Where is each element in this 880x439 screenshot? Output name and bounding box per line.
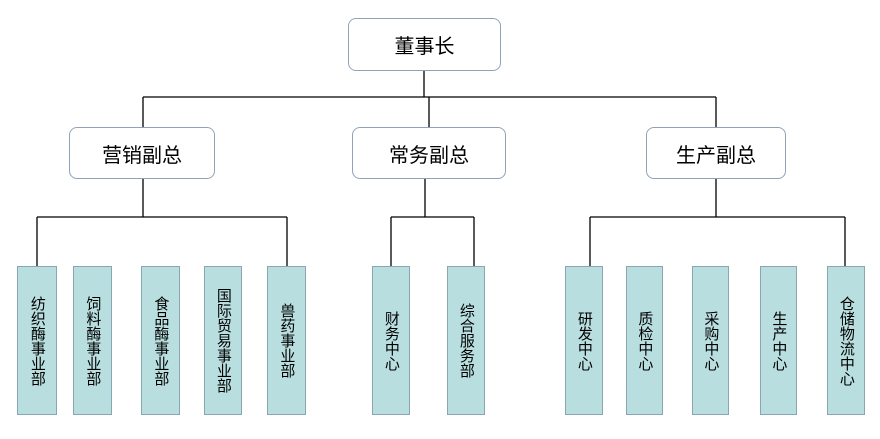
unit-rd-center: 研发中心 [565, 266, 603, 415]
unit-label: 兽药事业部 [278, 303, 297, 378]
unit-label: 采购中心 [702, 310, 721, 371]
unit-label: 饲料酶事业部 [84, 295, 103, 386]
unit-food-enzyme: 食品酶事业部 [141, 266, 180, 415]
unit-label: 财务中心 [382, 310, 401, 371]
unit-finance-center: 财务中心 [372, 266, 410, 415]
unit-label: 纺织酶事业部 [28, 295, 47, 386]
vp-marketing-box: 营销副总 [69, 127, 215, 179]
unit-warehouse-logistics: 仓储物流中心 [827, 266, 865, 415]
unit-production-center: 生产中心 [760, 266, 797, 415]
unit-general-services: 综合服务部 [447, 266, 485, 415]
vp-marketing-label: 营销副总 [102, 142, 182, 167]
unit-label: 仓储物流中心 [837, 295, 856, 386]
vp-general-affairs-label: 常务副总 [389, 142, 469, 167]
unit-label: 综合服务部 [457, 303, 476, 378]
unit-label: 研发中心 [575, 310, 594, 371]
chairman-box: 董事长 [348, 18, 501, 71]
vp-general-affairs-box: 常务副总 [352, 127, 506, 179]
vp-production-box: 生产副总 [646, 127, 786, 179]
unit-label: 生产中心 [770, 310, 789, 371]
unit-international-trade: 国际贸易事业部 [204, 266, 242, 415]
chairman-label: 董事长 [394, 34, 455, 58]
unit-qc-center: 质检中心 [626, 266, 663, 415]
unit-textile-enzyme: 纺织酶事业部 [17, 266, 57, 415]
unit-procurement-center: 采购中心 [692, 266, 729, 415]
vp-production-label: 生产副总 [676, 142, 756, 167]
unit-label: 食品酶事业部 [152, 295, 171, 386]
unit-label: 质检中心 [636, 310, 655, 371]
unit-feed-enzyme: 饲料酶事业部 [73, 266, 112, 415]
unit-label: 国际贸易事业部 [214, 288, 233, 393]
unit-veterinary: 兽药事业部 [267, 266, 306, 415]
